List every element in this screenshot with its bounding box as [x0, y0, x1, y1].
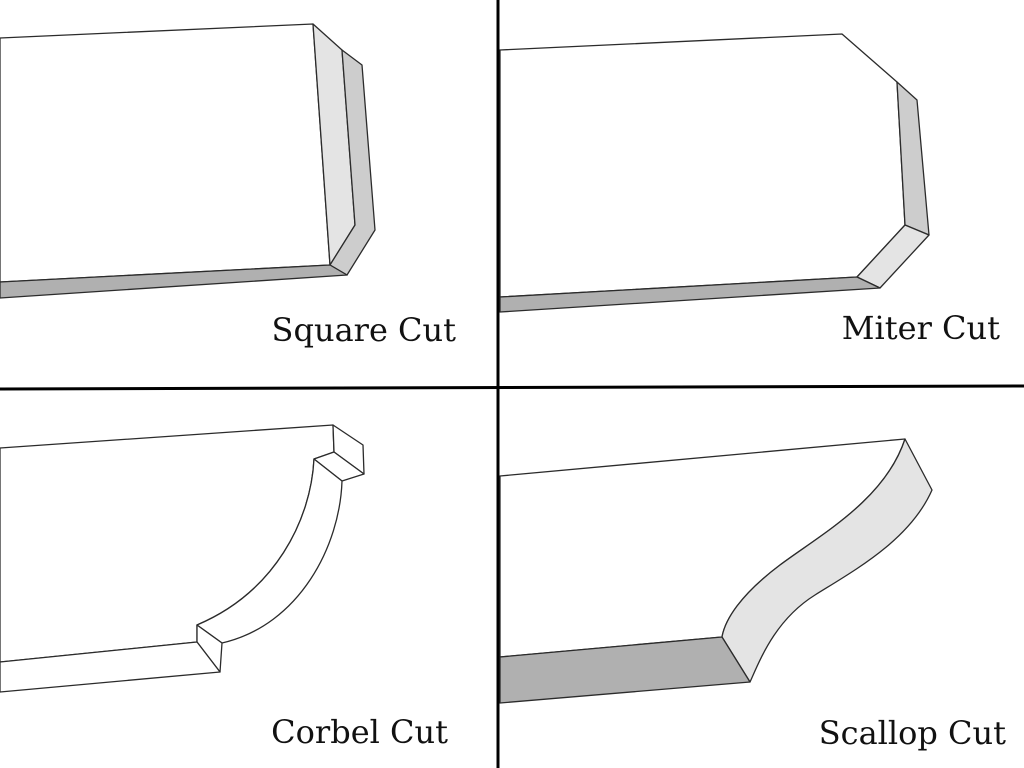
- miter-top-face: [499, 33, 906, 298]
- corbel-front-face: [0, 641, 221, 693]
- square-front-face: [0, 264, 348, 299]
- corbel-top-face: [0, 424, 335, 663]
- panel-corbel-cut: Corbel Cut: [0, 424, 448, 751]
- square-top-face: [0, 23, 331, 283]
- scallop-cut-label: Scallop Cut: [819, 714, 1006, 752]
- panel-square-cut: Square Cut: [0, 23, 457, 349]
- miter-cut-label: Miter Cut: [842, 309, 1000, 347]
- panel-scallop-cut: Scallop Cut: [499, 438, 1006, 752]
- scallop-front-face: [499, 636, 751, 704]
- horizontal-divider: [0, 384, 1024, 391]
- corbel-cut-label: Corbel Cut: [271, 713, 448, 751]
- panel-miter-cut: Miter Cut: [499, 33, 1000, 347]
- square-cut-label: Square Cut: [272, 311, 457, 349]
- miter-front-face: [499, 276, 881, 313]
